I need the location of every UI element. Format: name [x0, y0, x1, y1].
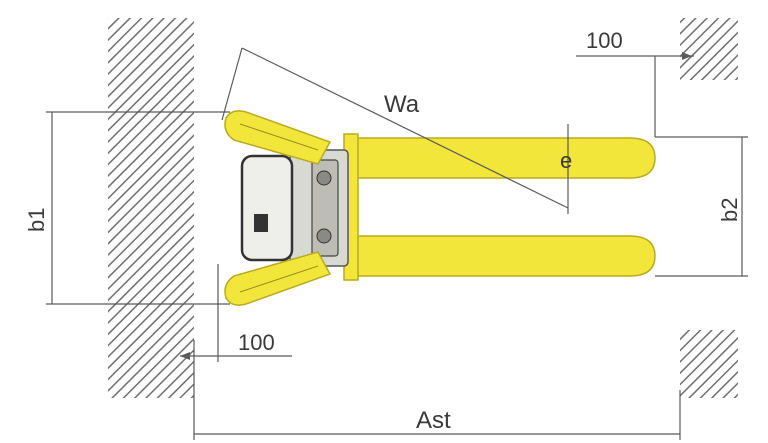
bottom-clearance-label: 100 — [238, 330, 275, 355]
dimension-lines — [46, 47, 748, 440]
wa-extension-line — [221, 47, 243, 121]
upper-fork — [349, 137, 656, 179]
arm-detail-top — [239, 123, 319, 151]
wa-label: Wa — [384, 91, 420, 118]
upper-wheel-arm — [224, 110, 332, 165]
wheel-bottom — [316, 228, 332, 244]
handle-frame — [240, 154, 294, 262]
bottom-clearance-arrow — [180, 352, 190, 360]
lower-wheel-arm — [224, 251, 332, 306]
wa-dimension-line — [241, 47, 569, 209]
top-clearance-label: 100 — [586, 28, 623, 53]
truck-body — [224, 110, 349, 306]
top-clearance-arrow — [682, 52, 692, 60]
wheel-top — [316, 170, 332, 186]
e-label: e — [560, 148, 572, 173]
left-wall — [108, 18, 194, 398]
lower-fork — [349, 235, 656, 277]
ast-label: Ast — [416, 407, 451, 434]
top-right-wall — [680, 18, 738, 80]
arm-detail-bottom — [239, 265, 319, 293]
b2-label: b2 — [717, 198, 742, 222]
b1-label: b1 — [24, 208, 49, 232]
handle-grip — [254, 214, 268, 232]
bottom-right-wall — [680, 330, 738, 398]
forks — [343, 133, 656, 281]
